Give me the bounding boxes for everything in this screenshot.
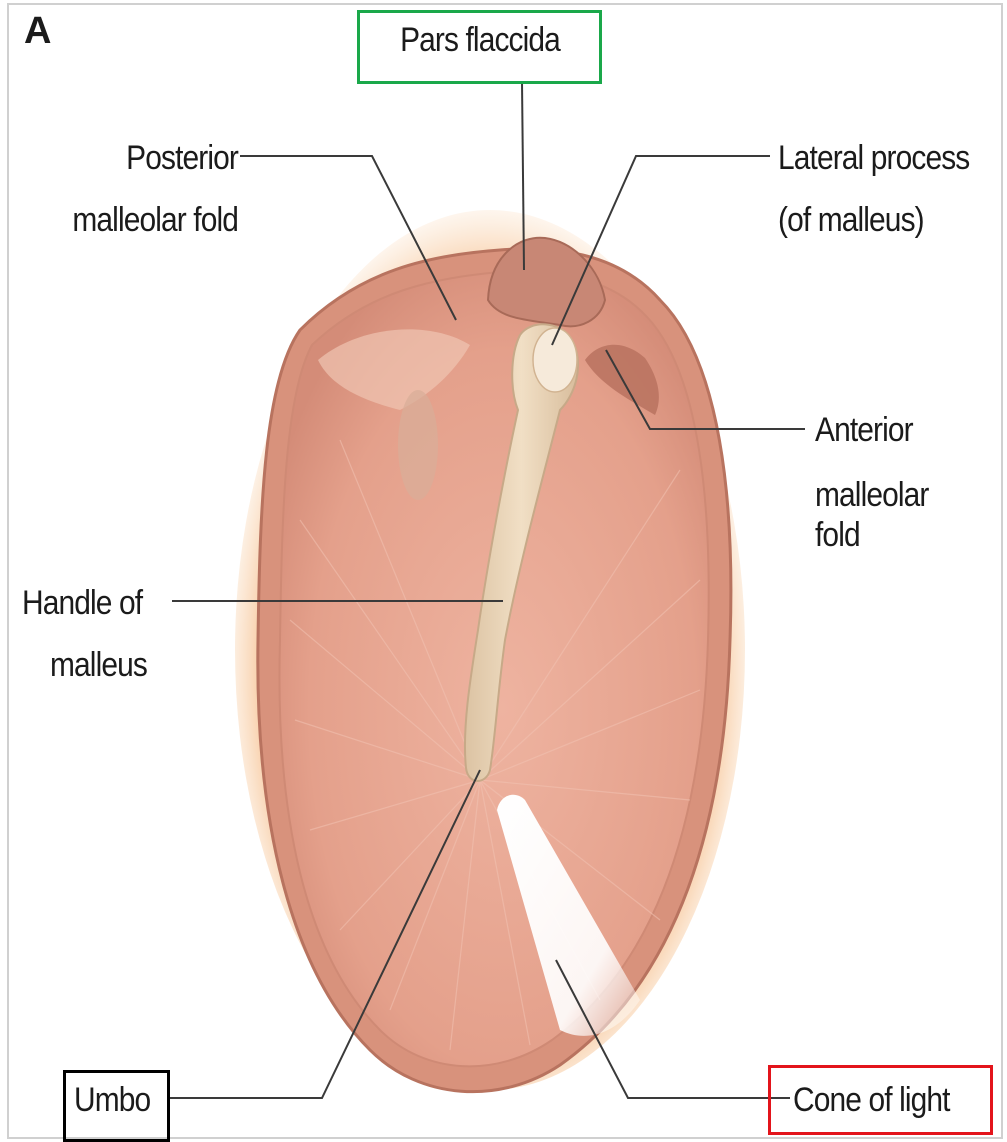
highlight-box-umbo bbox=[63, 1070, 170, 1142]
label-handle-line1: Handle of bbox=[22, 583, 154, 623]
label-posterior-fold-line2: malleolar fold bbox=[46, 200, 238, 240]
label-lateral-process-line1: Lateral process bbox=[778, 138, 977, 178]
label-anterior-fold-line1: Anterior bbox=[815, 410, 980, 450]
label-anterior-fold-line2: malleolar fold bbox=[815, 475, 980, 555]
highlight-box-cone-of-light bbox=[768, 1065, 993, 1135]
highlight-box-pars-flaccida bbox=[357, 10, 602, 84]
label-handle-line2: malleus bbox=[50, 645, 182, 685]
label-posterior-fold-line1: Posterior bbox=[46, 138, 238, 178]
panel-letter: A bbox=[24, 10, 51, 53]
label-lateral-process-line2: (of malleus) bbox=[778, 200, 977, 240]
posterior-shadow bbox=[398, 390, 438, 500]
